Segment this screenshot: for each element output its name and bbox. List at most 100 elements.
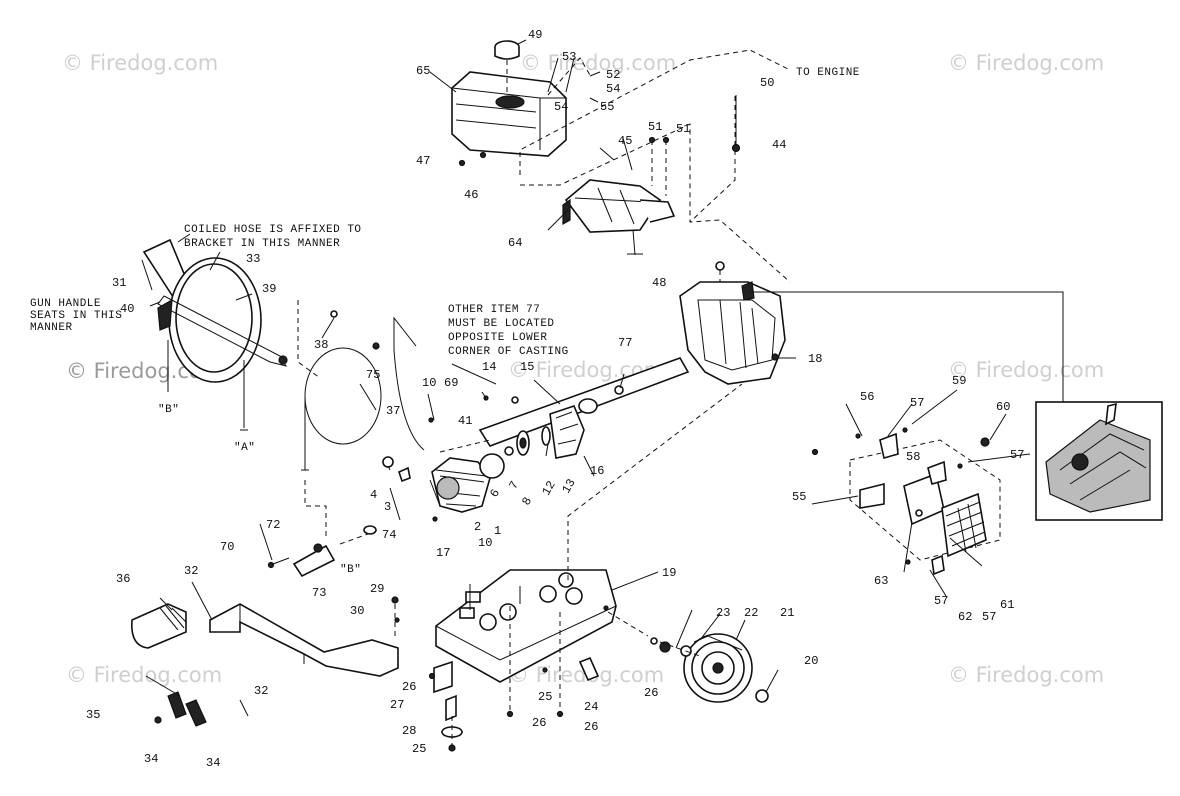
part-number: 31 — [112, 276, 126, 290]
part-number: 15 — [520, 360, 534, 374]
part-number: 29 — [370, 582, 384, 596]
part-number: 17 — [436, 546, 450, 560]
part-number: 27 — [390, 698, 404, 712]
part-number: 10 — [422, 376, 436, 390]
part-number: 18 — [808, 352, 822, 366]
part-number: 2 — [474, 520, 481, 534]
part-number: 35 — [86, 708, 100, 722]
hose-marker-a: "A" — [234, 442, 255, 454]
part-number: 16 — [590, 464, 604, 478]
watermark: © Firedog.com — [948, 358, 1104, 382]
part-number: 58 — [906, 450, 920, 464]
part-number: 1 — [494, 524, 501, 538]
callout-notes: TO ENGINE COILED HOSE IS AFFIXED TO BRAC… — [30, 67, 860, 576]
part-number: 25 — [412, 742, 426, 756]
part-number: 6 — [487, 487, 503, 500]
part-number: 39 — [262, 282, 276, 296]
part-number: 51 — [648, 120, 662, 134]
part-number: 36 — [116, 572, 130, 586]
part-number: 70 — [220, 540, 234, 554]
part-number: 10 — [478, 536, 492, 550]
inset-detail — [1035, 401, 1163, 521]
part-number: 54 — [606, 82, 620, 96]
part-number: 51 — [676, 122, 690, 136]
pump-assembly — [363, 385, 624, 535]
part-number: 54 — [554, 100, 568, 114]
other-item-note: CORNER OF CASTING — [448, 346, 569, 358]
to-engine-note: TO ENGINE — [796, 67, 860, 79]
watermark: © Firedog.com — [66, 663, 222, 687]
part-number: 14 — [482, 360, 496, 374]
part-number: 49 — [528, 28, 542, 42]
part-number: 52 — [606, 68, 620, 82]
leader-lines — [141, 39, 1031, 693]
part-number: 61 — [1000, 598, 1014, 612]
part-number: 57 — [1010, 448, 1024, 462]
part-number: 23 — [716, 606, 730, 620]
part-number: 63 — [874, 574, 888, 588]
base-plate — [428, 383, 743, 752]
part-number: 48 — [652, 276, 666, 290]
part-number: 60 — [996, 400, 1010, 414]
part-number: 30 — [350, 604, 364, 618]
part-number: 32 — [254, 684, 268, 698]
watermark: © Firedog.com — [520, 51, 676, 75]
part-number: 75 — [366, 368, 380, 382]
part-number: 37 — [386, 404, 400, 418]
gun-handle-note: GUN HANDLE — [30, 298, 101, 310]
part-number: 45 — [618, 134, 632, 148]
part-number: 41 — [458, 414, 472, 428]
hose-marker-b: "B" — [158, 404, 179, 416]
part-number: 38 — [314, 338, 328, 352]
part-number: 21 — [780, 606, 794, 620]
wheel — [650, 633, 769, 703]
part-number: 59 — [952, 374, 966, 388]
part-number: 77 — [618, 336, 632, 350]
other-item-note: MUST BE LOCATED — [448, 318, 555, 330]
part-number: 12 — [539, 479, 558, 498]
part-number: 26 — [402, 680, 416, 694]
part-number: 26 — [532, 716, 546, 730]
part-number: 65 — [416, 64, 430, 78]
part-number: 33 — [246, 252, 260, 266]
part-number: 40 — [120, 302, 134, 316]
part-number: 69 — [444, 376, 458, 390]
part-number: 13 — [559, 477, 578, 496]
part-number: 55 — [792, 490, 806, 504]
part-number: 72 — [266, 518, 280, 532]
part-number: 44 — [772, 138, 786, 152]
part-number: 64 — [508, 236, 522, 250]
fuel-tank-assembly — [451, 40, 791, 283]
part-number: 74 — [382, 528, 396, 542]
part-number: 55 — [600, 100, 614, 114]
watermark: © Firedog.com — [948, 663, 1104, 687]
part-number: 57 — [910, 396, 924, 410]
coiled-hose-note: COILED HOSE IS AFFIXED TO — [184, 224, 362, 236]
part-number: 73 — [312, 586, 326, 600]
part-number: 26 — [644, 686, 658, 700]
part-number: 62 — [958, 610, 972, 624]
part-number: 3 — [384, 500, 391, 514]
coiled-hose-note: BRACKET IN THIS MANNER — [184, 238, 340, 250]
part-number: 47 — [416, 154, 430, 168]
gun-handle-note: SEATS IN THIS — [30, 310, 122, 322]
part-number: 53 — [562, 50, 576, 64]
part-number-labels: 1 2 3 4 6 7 8 10 10 12 13 14 15 16 17 18… — [86, 28, 1024, 770]
part-number: 34 — [206, 756, 220, 770]
watermark: © Firedog.com — [62, 51, 218, 75]
part-number: 24 — [584, 700, 598, 714]
part-number: 4 — [370, 488, 377, 502]
part-number: 28 — [402, 724, 416, 738]
engine-casting — [679, 261, 1064, 402]
part-number: 7 — [506, 479, 522, 492]
part-number: 32 — [184, 564, 198, 578]
part-number: 46 — [464, 188, 478, 202]
part-number: 20 — [804, 654, 818, 668]
handle-frame — [131, 596, 400, 727]
tank-bracket — [562, 95, 741, 256]
part-number: 25 — [538, 690, 552, 704]
part-number: 56 — [860, 390, 874, 404]
part-number: 50 — [760, 76, 774, 90]
part-number: 26 — [584, 720, 598, 734]
